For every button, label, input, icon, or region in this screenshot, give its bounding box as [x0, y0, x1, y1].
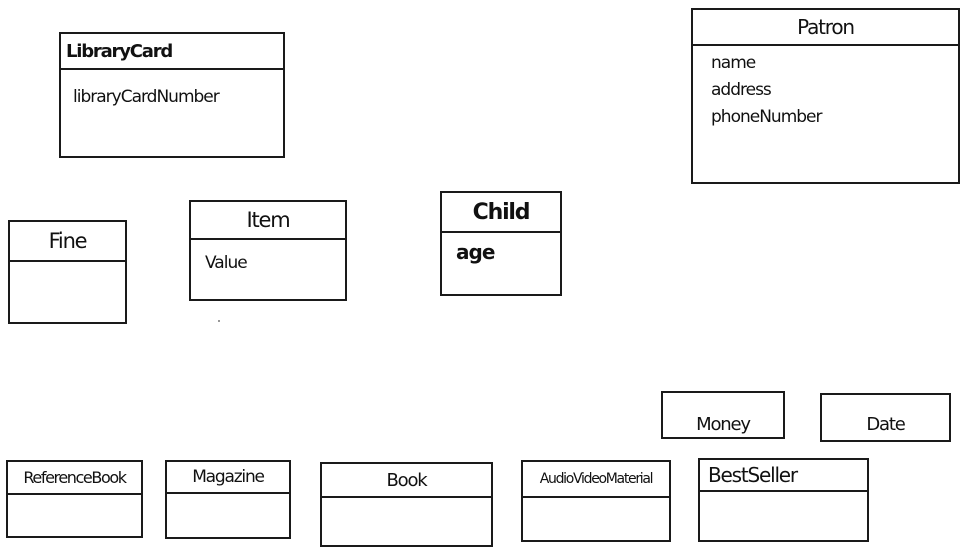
class-name: Item — [191, 202, 345, 240]
attribute: name — [711, 53, 756, 73]
attribute: address — [711, 80, 772, 100]
class-name: Patron — [693, 10, 958, 46]
class-name: BestSeller — [700, 460, 867, 492]
pen-dot — [218, 320, 220, 322]
class-name: LibraryCard — [61, 34, 283, 70]
class-attributes: Value — [191, 240, 345, 276]
class-name: Book — [322, 464, 491, 498]
attribute: libraryCardNumber — [73, 87, 220, 107]
class-name: AudioVideoMaterial — [523, 462, 669, 498]
class-item: Item Value — [189, 200, 347, 301]
class-child: Child age — [440, 191, 562, 296]
class-librarycard: LibraryCard libraryCardNumber — [59, 32, 285, 158]
class-name: Child — [442, 193, 560, 233]
class-attributes: name address phoneNumber — [693, 46, 958, 131]
class-name: Date — [866, 414, 905, 435]
class-attributes: age — [442, 233, 560, 265]
class-date: Date — [820, 393, 951, 442]
class-magazine: Magazine — [165, 460, 291, 539]
class-referencebook: ReferenceBook — [6, 460, 143, 538]
class-name: Magazine — [167, 462, 289, 494]
class-name: Fine — [10, 222, 125, 262]
class-fine: Fine — [8, 220, 127, 324]
class-attributes: libraryCardNumber — [61, 70, 283, 110]
class-audiovideomaterial: AudioVideoMaterial — [521, 460, 671, 542]
class-bestseller: BestSeller — [698, 458, 869, 542]
class-money: Money — [661, 391, 785, 439]
class-book: Book — [320, 462, 493, 547]
class-name: Money — [696, 413, 751, 435]
class-name: ReferenceBook — [8, 462, 141, 495]
attribute: Value — [205, 253, 248, 273]
attribute: age — [456, 240, 495, 264]
class-patron: Patron name address phoneNumber — [691, 8, 960, 184]
attribute: phoneNumber — [711, 107, 823, 127]
